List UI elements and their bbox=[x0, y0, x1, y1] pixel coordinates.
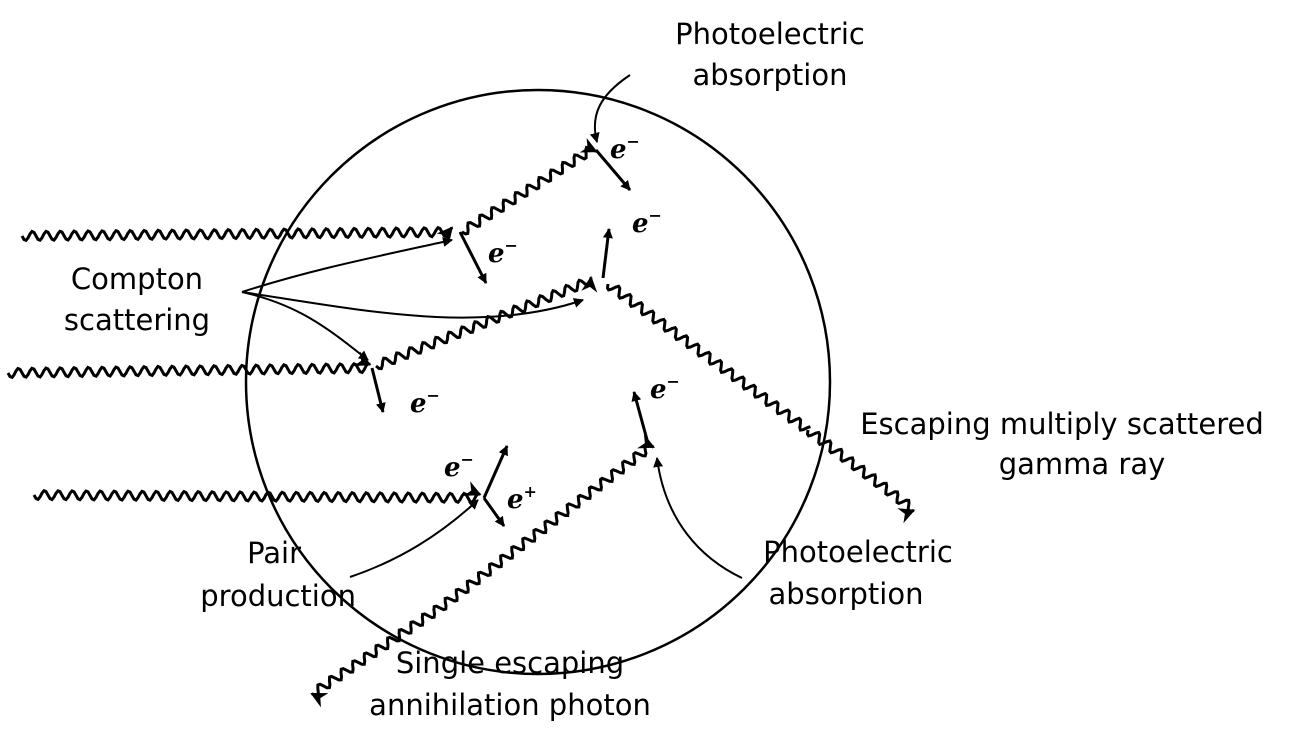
electron-label-lower-compton: e− bbox=[410, 386, 440, 419]
pointer-photoelectric-bottom bbox=[653, 457, 743, 579]
label-annihilation-1: Single escaping bbox=[396, 646, 624, 680]
label-annihilation-2: annihilation photon bbox=[369, 688, 651, 722]
electron-track-top bbox=[594, 149, 632, 191]
gamma-ray-escaping-1 bbox=[605, 283, 811, 432]
particle-symbols: e− e− e− e− e− e− e+ bbox=[410, 132, 680, 515]
electron-track-upper-compton bbox=[458, 231, 488, 284]
label-pointers bbox=[241, 74, 743, 579]
electron-tracks bbox=[370, 149, 651, 527]
gamma-ray-incoming-middle bbox=[6, 351, 372, 380]
label-escaping-2: gamma ray bbox=[999, 447, 1166, 481]
gamma-ray-scatter-center bbox=[375, 275, 598, 371]
gamma-ray-annihilation-escape bbox=[310, 604, 441, 708]
electron-track-lower-compton bbox=[370, 367, 386, 413]
gamma-ray-incoming-bottom bbox=[32, 481, 482, 505]
label-photoelectric-top-1: Photoelectric bbox=[675, 17, 865, 51]
gamma-ray-incoming-top bbox=[20, 225, 454, 244]
detector-circle bbox=[244, 88, 832, 676]
electron-label-bottom-photoelectric: e− bbox=[650, 372, 680, 405]
electron-track-bottom-photoelectric bbox=[631, 391, 651, 448]
label-pair-2: production bbox=[200, 579, 356, 613]
label-escaping-1: Escaping multiply scattered bbox=[860, 407, 1264, 441]
label-pair-1: Pair bbox=[247, 536, 301, 570]
label-photoelectric-bottom-1: Photoelectric bbox=[763, 535, 953, 569]
label-photoelectric-bottom-2: absorption bbox=[769, 577, 924, 611]
text-labels: Photoelectric absorption Compton scatter… bbox=[64, 17, 1264, 722]
electron-label-pair: e− bbox=[444, 450, 474, 483]
gamma-ray-escaping-2 bbox=[805, 429, 916, 524]
positron-track-pair bbox=[482, 497, 506, 527]
gamma-ray-scatter-top bbox=[461, 138, 598, 236]
electron-label-upper-compton: e− bbox=[488, 236, 518, 269]
pointer-compton-center bbox=[241, 291, 584, 319]
pointer-compton-lower bbox=[241, 291, 369, 361]
positron-label-pair: e+ bbox=[507, 482, 537, 515]
electron-track-center bbox=[601, 228, 613, 279]
label-compton-1: Compton bbox=[71, 262, 203, 296]
electron-label-center: e− bbox=[632, 206, 662, 239]
label-compton-2: scattering bbox=[64, 303, 210, 337]
pointer-pair bbox=[349, 499, 479, 578]
electron-track-pair bbox=[482, 445, 509, 499]
pointer-photoelectric-top bbox=[589, 74, 631, 143]
gamma-ray-paths bbox=[6, 138, 916, 708]
electron-label-top: e− bbox=[610, 132, 640, 165]
gamma-ray-annihilation-up bbox=[439, 433, 656, 612]
pointer-compton-upper bbox=[241, 237, 453, 293]
label-photoelectric-top-2: absorption bbox=[693, 58, 848, 92]
